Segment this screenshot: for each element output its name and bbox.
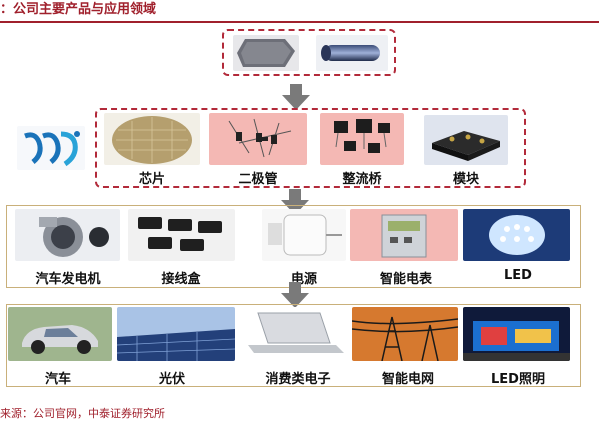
application-label: 消费类电子 <box>265 372 331 387</box>
raw-material-plate-image <box>233 35 299 71</box>
device-label: 汽车发电机 <box>35 272 101 287</box>
product-label: 芯片 <box>138 172 165 187</box>
power-grid-image <box>352 307 458 361</box>
product-label: 整流桥 <box>342 172 382 187</box>
arrow-down-icon <box>281 189 309 215</box>
products-box <box>95 108 526 188</box>
arrow-down-icon <box>281 282 309 308</box>
applications-frame <box>6 304 581 387</box>
application-label: 智能电网 <box>381 372 434 387</box>
device-label: LED <box>504 268 532 283</box>
company-logo <box>17 126 85 170</box>
led-screen-image <box>463 307 570 361</box>
arrow-down-icon <box>282 84 310 110</box>
application-label: 光伏 <box>158 372 185 387</box>
figure-title: ：公司主要产品与应用领域 <box>0 2 157 17</box>
source-note: 来源：公司官网，中泰证券研究所 <box>0 407 165 420</box>
application-label: LED照明 <box>491 372 545 387</box>
led-bulb-image <box>463 209 570 261</box>
application-label: 汽车 <box>44 372 71 387</box>
car-image <box>8 307 112 361</box>
diode-image <box>209 113 307 165</box>
product-label: 模块 <box>452 172 479 187</box>
laptop-image <box>238 307 348 361</box>
raw-material-box <box>222 29 396 76</box>
raw-material-rod-image <box>316 35 388 71</box>
junction-box-image <box>128 209 235 261</box>
device-label: 接线盒 <box>161 272 201 287</box>
power-adapter-image <box>262 209 346 261</box>
solar-panel-image <box>117 307 235 361</box>
wafer-image <box>104 113 200 165</box>
alternator-image <box>15 209 120 261</box>
yj-logo-icon <box>24 131 80 167</box>
power-module-image <box>424 115 508 165</box>
product-label: 二极管 <box>238 172 278 187</box>
smart-meter-image <box>350 209 458 261</box>
device-label: 智能电表 <box>379 272 432 287</box>
rectifier-bridge-image <box>320 113 404 165</box>
title-rule <box>0 21 599 23</box>
